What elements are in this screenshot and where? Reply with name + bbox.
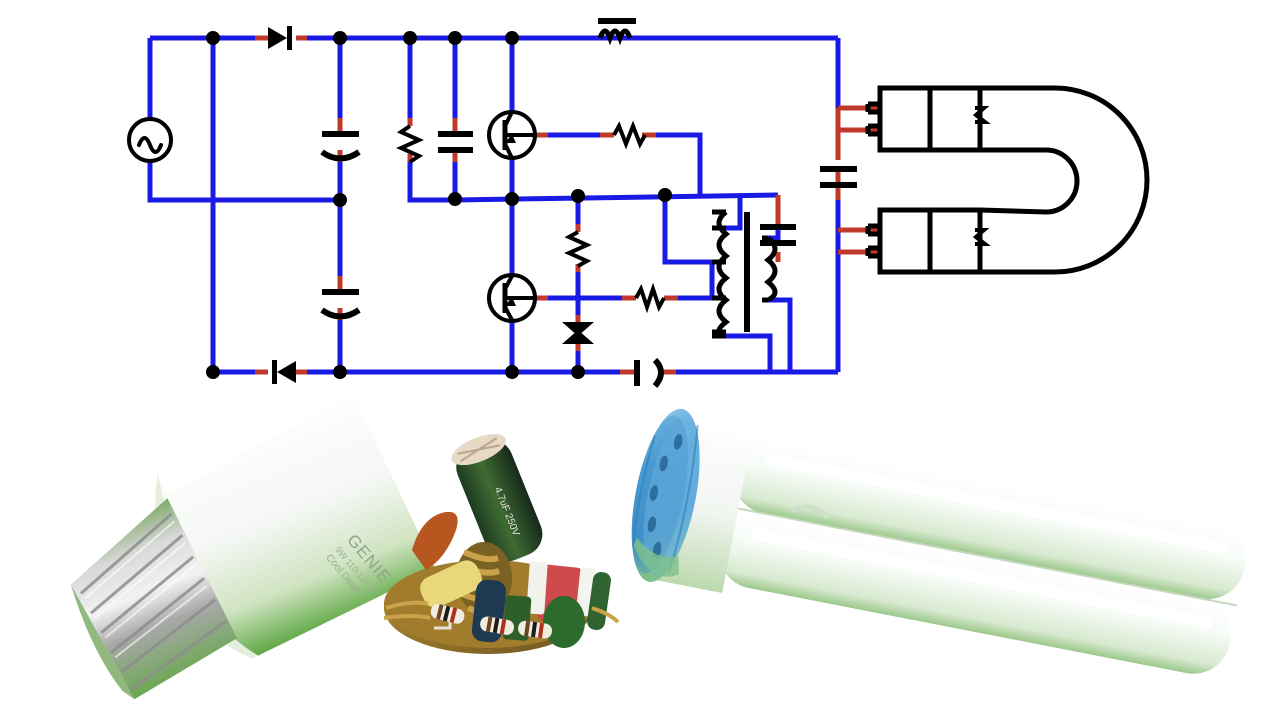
wire-r1-bot xyxy=(407,162,455,203)
diac-trigger xyxy=(562,322,594,344)
cfl-lamp-tube xyxy=(865,85,1150,275)
rectifier-diode-lower xyxy=(272,360,296,384)
junction-dots xyxy=(206,31,672,379)
circuit-schematic xyxy=(127,18,1150,388)
switching-transistor-lower xyxy=(487,273,537,323)
bias-resistor-lower xyxy=(564,230,592,268)
resonant-ballast-inductor xyxy=(597,18,636,46)
blue-end-cap xyxy=(631,408,700,583)
glass-tubes xyxy=(718,440,1245,674)
wire-source-bottom xyxy=(147,162,340,203)
wire-xfmr-tap-mid xyxy=(662,195,715,298)
filter-capacitor-upper xyxy=(320,131,361,162)
cfl-tube-photo xyxy=(631,408,1245,674)
switching-transistor-upper xyxy=(487,110,537,160)
pcb-resistors xyxy=(430,603,553,639)
base-resistor-lower xyxy=(634,282,666,314)
trigger-capacitor xyxy=(634,357,664,388)
cfl-bulb-base-photo: GENIE 9W 110-127V~ Cool Dewlt xyxy=(70,400,436,700)
startup-resistor xyxy=(396,124,424,164)
e27-screw-base xyxy=(70,498,238,700)
resonant-capacitor xyxy=(760,224,796,246)
wire-xfmr-tap-bot xyxy=(712,333,773,372)
lamp-capacitor xyxy=(820,166,857,188)
ballast-pcb-photo: 4.7uF 250V xyxy=(383,434,620,654)
feedback-transformer xyxy=(712,209,778,339)
wire-q1-base-b xyxy=(656,132,703,195)
rectifier-diode-upper xyxy=(268,26,292,50)
filter-capacitor-lower xyxy=(320,289,361,320)
ac-voltage-source xyxy=(127,117,173,163)
base-resistor-upper xyxy=(612,120,647,150)
electrolytic-capacitor: 4.7uF 250V xyxy=(451,434,543,562)
photo-strip: GENIE 9W 110-127V~ Cool Dewlt xyxy=(0,400,1280,720)
bias-capacitor xyxy=(438,131,473,153)
